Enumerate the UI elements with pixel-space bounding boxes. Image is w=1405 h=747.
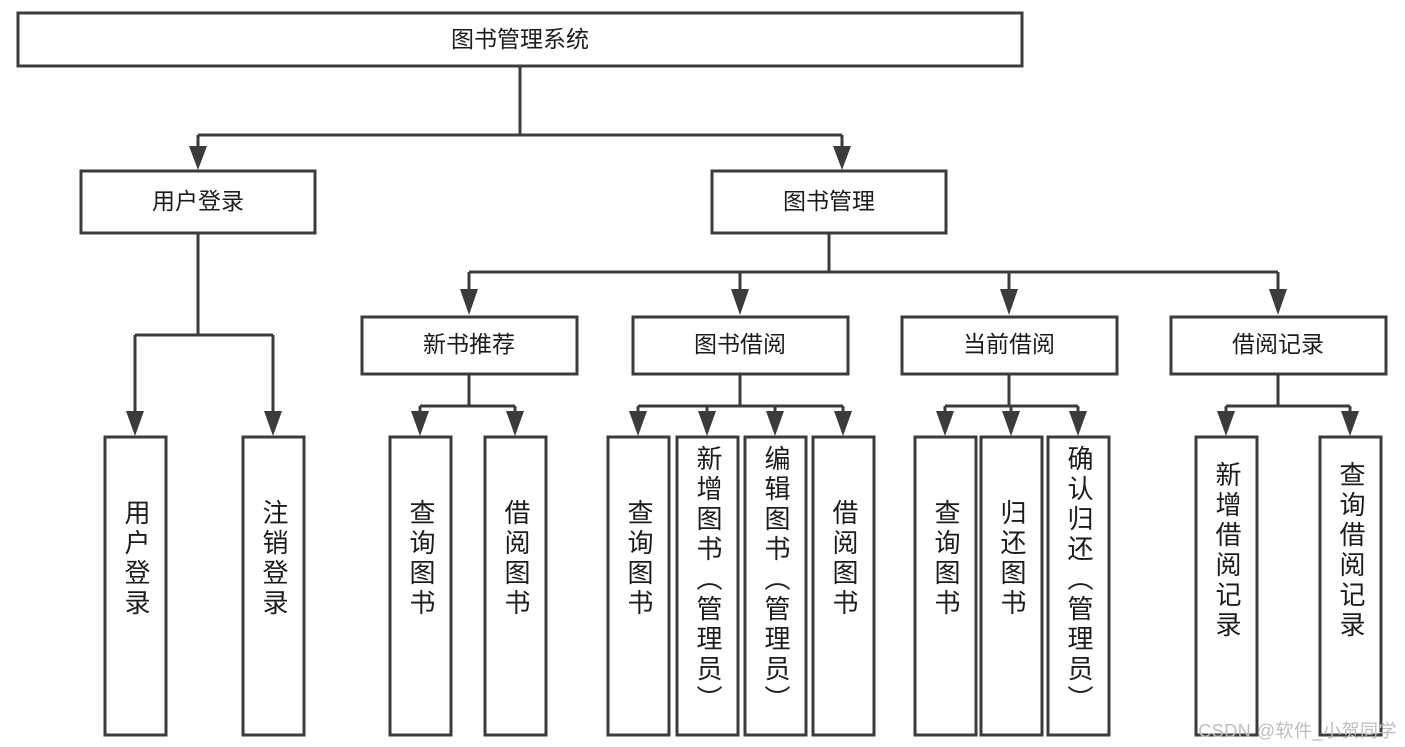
new-book-recommend-label: 新书推荐	[423, 331, 515, 357]
connector-current-borrow-to-leaves	[936, 374, 1087, 436]
node-book-manage[interactable]: 图书管理	[710, 169, 948, 235]
arrowhead-book-borrow-leaf-1	[629, 411, 647, 436]
arrowhead-book-borrow-leaf-2	[698, 411, 716, 436]
user-login-box[interactable]	[79, 169, 317, 235]
leaf-box-new-book-2[interactable]	[483, 435, 548, 737]
leaf-box-borrow-record-2[interactable]	[1318, 435, 1383, 737]
arrowhead-current-borrow-leaf-3	[1069, 411, 1087, 436]
arrowhead-user-login-leaf-2	[264, 411, 282, 436]
node-borrow-record[interactable]: 借阅记录	[1169, 315, 1388, 376]
arrowhead-borrow-record-leaf-2	[1341, 411, 1359, 436]
leaf-box-new-book-1[interactable]	[388, 435, 453, 737]
leaf-box-current-borrow-2[interactable]	[979, 435, 1044, 737]
arrowhead-to-borrow-record	[1269, 289, 1287, 315]
root-label: 图书管理系统	[451, 26, 589, 52]
leaf-box-user-login-2[interactable]	[241, 435, 306, 737]
connector-book-manage-to-level3	[460, 233, 1287, 315]
arrowhead-to-book-manage	[833, 146, 851, 170]
csdn-watermark: CSDN @软件_小贺同学	[1198, 721, 1397, 741]
connector-root-to-level2	[189, 66, 851, 170]
arrowhead-to-current-borrow	[1000, 289, 1018, 315]
leaf-box-book-borrow-3[interactable]	[743, 435, 808, 737]
arrowhead-book-borrow-leaf-4	[834, 411, 852, 436]
leaf-box-user-login-1[interactable]	[103, 435, 168, 737]
arrowhead-current-borrow-leaf-1	[936, 411, 954, 436]
leaf-box-borrow-record-1[interactable]	[1194, 435, 1259, 737]
arrowhead-new-book-leaf-1	[411, 411, 429, 436]
arrowhead-user-login-leaf-1	[126, 411, 144, 436]
current-borrow-box[interactable]	[900, 315, 1119, 376]
node-current-borrow[interactable]: 当前借阅	[900, 315, 1119, 376]
connector-user-login-to-leaves	[126, 233, 282, 436]
arrowhead-to-user-login	[189, 146, 207, 170]
borrow-record-label: 借阅记录	[1232, 331, 1324, 357]
leaf-box-book-borrow-2[interactable]	[675, 435, 740, 737]
node-new-book-recommend[interactable]: 新书推荐	[360, 315, 579, 376]
connector-new-book-to-leaves	[411, 374, 524, 436]
connector-borrow-record-to-leaves	[1217, 374, 1359, 436]
arrowhead-new-book-leaf-2	[506, 411, 524, 436]
connector-book-borrow-to-leaves	[629, 374, 852, 436]
arrowhead-to-new-book	[460, 289, 478, 315]
leaf-box-book-borrow-1[interactable]	[606, 435, 671, 737]
node-root[interactable]: 图书管理系统	[16, 11, 1024, 68]
book-manage-label: 图书管理	[783, 188, 875, 214]
root-box[interactable]	[16, 11, 1024, 68]
user-login-label: 用户登录	[152, 188, 244, 214]
node-user-login[interactable]: 用户登录	[79, 169, 317, 235]
arrowhead-current-borrow-leaf-2	[1002, 411, 1020, 436]
leaf-box-book-borrow-4[interactable]	[811, 435, 876, 737]
new-book-recommend-box[interactable]	[360, 315, 579, 376]
book-borrow-label: 图书借阅	[694, 331, 786, 357]
arrowhead-to-book-borrow	[731, 289, 749, 315]
arrowhead-book-borrow-leaf-3	[766, 411, 784, 436]
arrowhead-borrow-record-leaf-1	[1217, 411, 1235, 436]
leaf-box-current-borrow-1[interactable]	[913, 435, 978, 737]
current-borrow-label: 当前借阅	[963, 331, 1055, 357]
leaf-box-current-borrow-3[interactable]	[1046, 435, 1111, 737]
node-book-borrow[interactable]: 图书借阅	[631, 315, 850, 376]
